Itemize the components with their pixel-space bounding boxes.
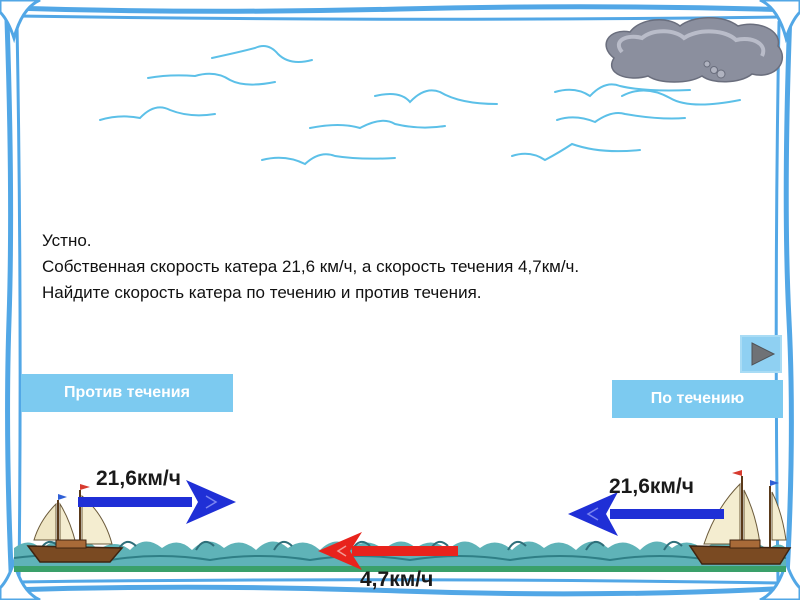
play-icon — [751, 342, 776, 366]
next-slide-button[interactable] — [740, 335, 782, 373]
task-line-1: Устно. — [42, 231, 92, 250]
with-current-button[interactable]: По течению — [612, 380, 783, 418]
boat-speed-left-label: 21,6км/ч — [96, 467, 181, 490]
task-line-2: Собственная скорость катера 21,6 км/ч, а… — [42, 257, 580, 276]
against-current-button[interactable]: Против течения — [21, 374, 233, 412]
task-text: Устно. Собственная скорость катера 21,6 … — [42, 228, 579, 306]
task-line-3: Найдите скорость катера по течению и про… — [42, 283, 482, 302]
river-speed-label: 4,7км/ч — [360, 568, 434, 591]
boat-speed-right-label: 21,6км/ч — [609, 475, 694, 498]
